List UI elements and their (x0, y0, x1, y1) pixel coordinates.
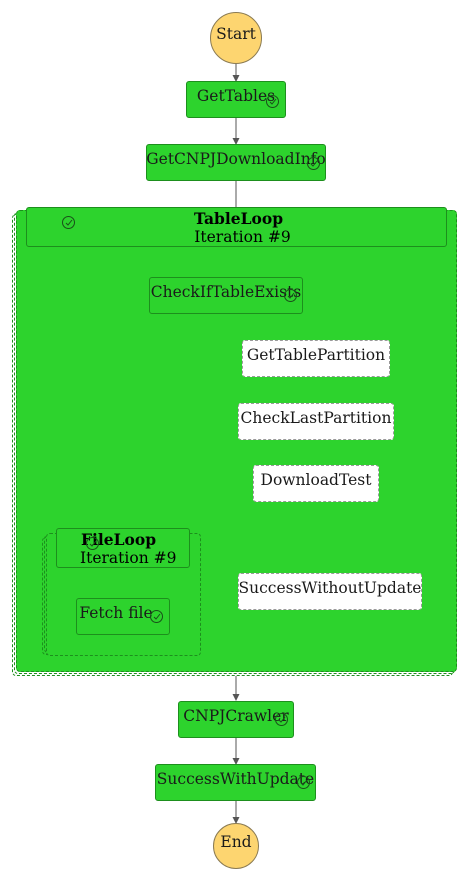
end-label: End (220, 833, 252, 852)
downloadtest-node[interactable]: DownloadTest (253, 465, 379, 502)
check-circle-icon (86, 537, 99, 550)
fileloop-header[interactable]: FileLoop Iteration #9 (56, 528, 190, 568)
getcnpjdownloadinfo-node[interactable]: GetCNPJDownloadInfo (146, 144, 326, 181)
checklastpartition-node[interactable]: CheckLastPartition (238, 403, 394, 440)
fileloop-title: FileLoop (81, 530, 157, 549)
gettablepartition-label: GetTablePartition (246, 345, 386, 364)
checkiftableexists-label: CheckIfTableExists (150, 282, 302, 301)
gettables-label: GetTables (196, 86, 276, 105)
check-circle-icon (266, 95, 279, 108)
successwithoutupdate-label: SuccessWithoutUpdate (238, 578, 422, 597)
downloadtest-label: DownloadTest (260, 470, 372, 489)
successwithupdate-node[interactable]: SuccessWithUpdate (155, 764, 316, 801)
check-circle-icon (275, 713, 288, 726)
check-circle-icon (297, 776, 310, 789)
start-label: Start (216, 25, 256, 44)
cnpjcrawler-node[interactable]: CNPJCrawler (178, 701, 294, 738)
checkiftableexists-node[interactable]: CheckIfTableExists (149, 277, 303, 314)
check-circle-icon (150, 610, 163, 623)
getcnpjdownloadinfo-label: GetCNPJDownloadInfo (146, 149, 326, 168)
tableloop-title: TableLoop (193, 209, 284, 228)
check-circle-icon (307, 157, 320, 170)
checklastpartition-label: CheckLastPartition (240, 408, 392, 427)
cnpjcrawler-label: CNPJCrawler (183, 706, 289, 725)
successwithoutupdate-node[interactable]: SuccessWithoutUpdate (238, 573, 422, 610)
start-node[interactable]: Start (210, 12, 262, 64)
tableloop-header[interactable]: TableLoop Iteration #9 (26, 207, 447, 247)
successwithupdate-label: SuccessWithUpdate (156, 769, 315, 788)
end-node[interactable]: End (213, 823, 259, 869)
fileloop-iteration: Iteration #9 (80, 549, 177, 567)
tableloop-iteration: Iteration #9 (194, 228, 291, 246)
gettablepartition-node[interactable]: GetTablePartition (242, 340, 390, 377)
fetchfile-label: Fetch file (79, 603, 153, 622)
check-circle-icon (284, 289, 297, 302)
check-circle-icon (62, 216, 75, 229)
